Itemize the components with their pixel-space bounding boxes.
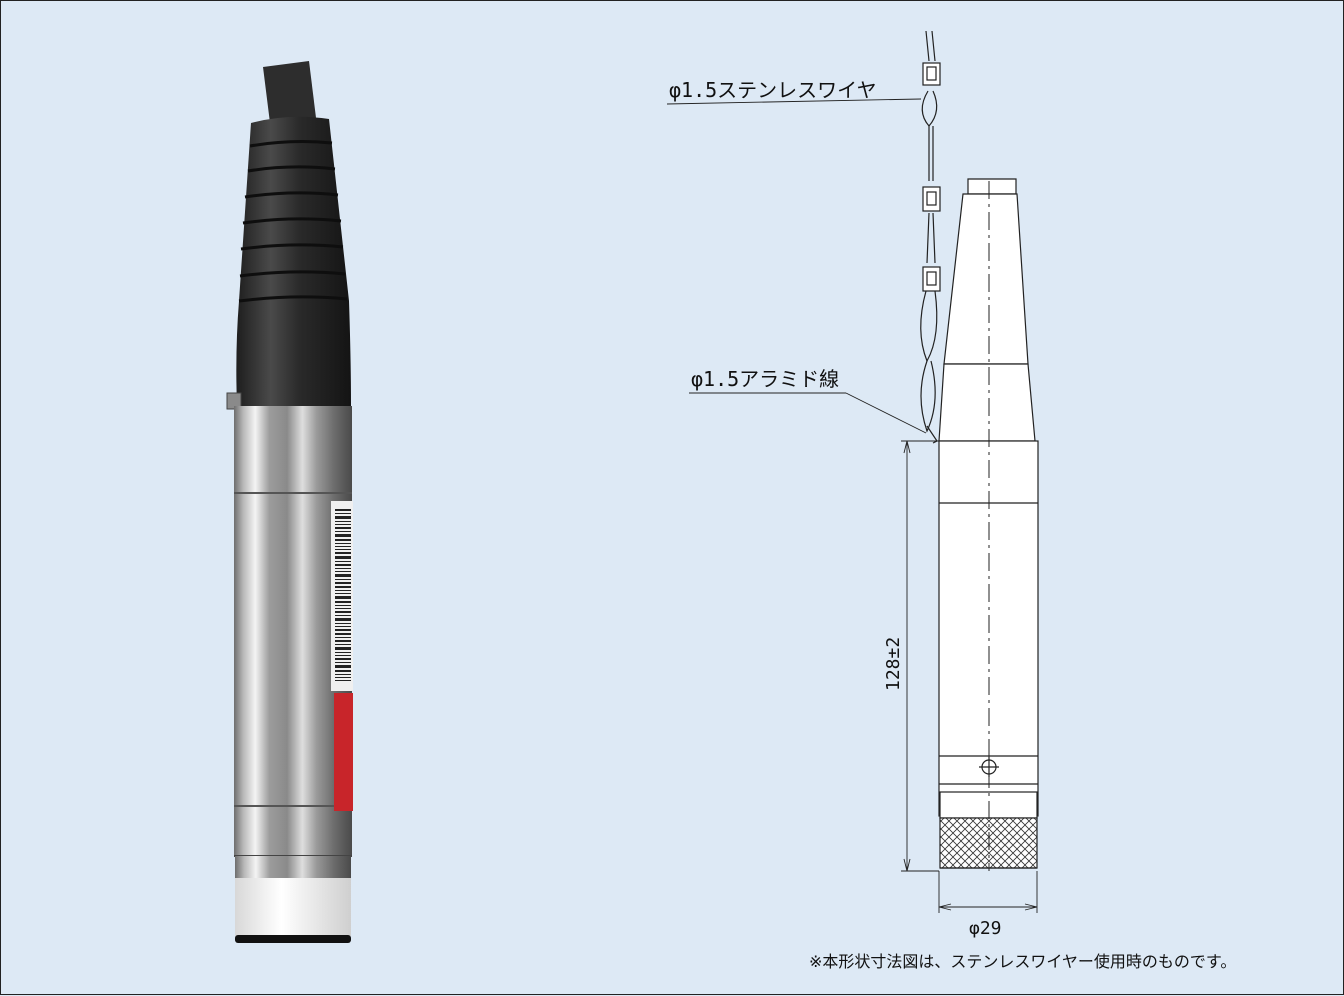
rubber-boot <box>236 116 351 406</box>
barcode-bar <box>335 527 351 529</box>
cable <box>263 61 317 131</box>
barcode-bar <box>335 509 351 511</box>
barcode-bar <box>335 546 351 547</box>
barcode-bar <box>335 521 351 522</box>
barcode-bar <box>335 665 351 668</box>
aramid-label: φ1.5アラミド線 <box>691 367 839 391</box>
sensor-cap <box>235 878 351 936</box>
barcode-bar <box>335 568 351 569</box>
barcode-bar <box>335 590 351 591</box>
barcode-bar <box>335 549 351 550</box>
barcode-bar <box>335 601 351 603</box>
barcode-bar <box>335 652 351 653</box>
barcode-bar <box>335 640 351 642</box>
barcode-bar <box>335 655 351 656</box>
barcode-bar <box>335 615 351 616</box>
barcode-bar <box>335 593 351 594</box>
wire-label: φ1.5ステンレスワイヤ <box>669 78 877 102</box>
barcode-bar <box>335 658 351 660</box>
length-dimension-label: 128±2 <box>883 637 904 691</box>
barcode-bar <box>335 556 351 559</box>
barcode-bar <box>335 571 351 572</box>
barcode-bar <box>335 539 351 541</box>
barcode-bar <box>335 637 351 638</box>
barcode-bar <box>335 582 351 584</box>
barcode-bar <box>335 674 351 675</box>
barcode-bar <box>335 605 351 606</box>
wire-leader <box>666 98 922 105</box>
footnote: ※本形状寸法図は、ステンレスワイヤー使用時のものです。 <box>809 952 1236 971</box>
barcode-bar <box>335 579 351 580</box>
barcode-bar <box>335 608 351 609</box>
barcode-bar <box>335 513 351 514</box>
barcode-bar <box>335 644 351 645</box>
barcode <box>335 509 351 681</box>
barcode-bar <box>335 662 351 663</box>
red-label <box>334 693 353 811</box>
barcode-bar <box>335 531 351 532</box>
barcode-bar <box>335 516 351 519</box>
barcode-bar <box>335 647 351 650</box>
barcode-bar <box>335 552 351 554</box>
barcode-bar <box>335 524 351 525</box>
boot-ribs <box>238 140 348 303</box>
barcode-bar <box>335 586 351 588</box>
barcode-bar <box>335 534 351 537</box>
barcode-bar <box>335 677 351 678</box>
barcode-bar <box>335 626 351 627</box>
barcode-bar <box>335 680 351 681</box>
barcode-bar <box>335 561 351 562</box>
wire-assembly <box>920 30 941 444</box>
barcode-bar <box>335 623 351 624</box>
barcode-bar <box>335 543 351 544</box>
barcode-bar <box>335 596 351 599</box>
barcode-bar <box>335 629 351 631</box>
barcode-bar <box>335 574 351 577</box>
drawing-cone <box>943 193 1029 365</box>
barcode-bar <box>335 618 351 621</box>
barcode-bar <box>335 611 351 613</box>
barcode-bar <box>335 670 351 672</box>
dimension-drawing <box>666 30 1039 913</box>
sensor-photo <box>226 61 353 943</box>
barcode-bar <box>335 633 351 635</box>
barcode-bar <box>335 564 351 566</box>
diameter-dimension-label: φ29 <box>969 918 1002 939</box>
